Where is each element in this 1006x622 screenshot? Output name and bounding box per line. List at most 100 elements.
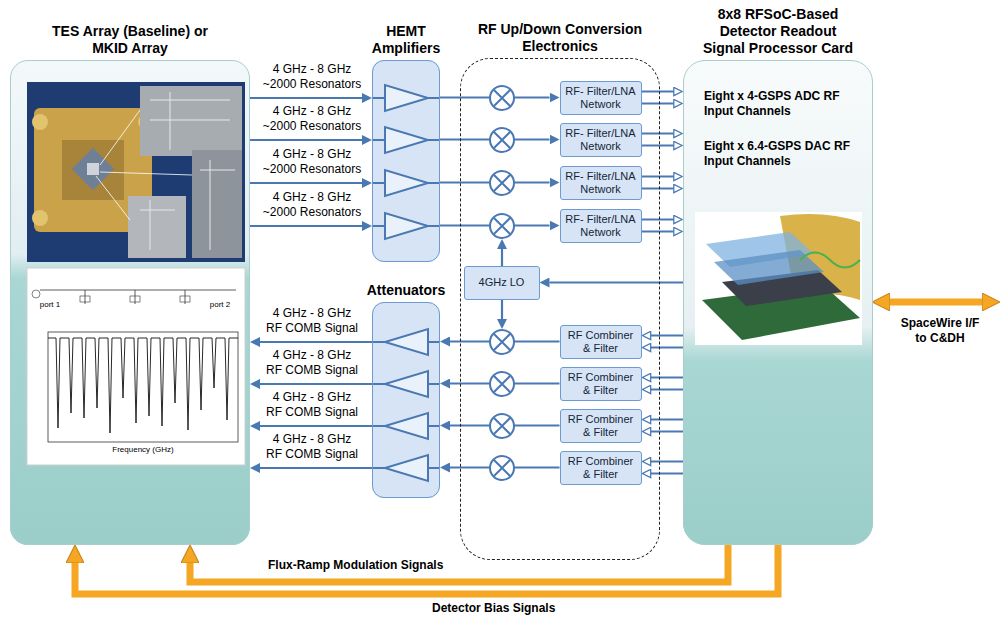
axis-label: Frequency (GHz) — [93, 445, 193, 455]
rf-signal-line — [642, 91, 674, 93]
amplifier-symbol — [385, 213, 428, 239]
interface-label: SpaceWire I/F to C&DH — [897, 316, 983, 346]
panel-fill — [372, 302, 440, 498]
combiner-filter-box: RF Combiner & Filter — [560, 451, 642, 485]
panel-fill — [372, 60, 440, 262]
amplifier-symbol — [372, 85, 440, 239]
edge-label: 4 GHz - 8 GHz ~2000 Resonators — [255, 62, 369, 92]
transmission-plot — [130, 296, 140, 302]
control-signal-arrow — [190, 545, 728, 582]
mixer-symbol — [494, 376, 510, 392]
rf-signal-line — [642, 231, 674, 233]
heading-text: HEMT Amplifiers — [366, 23, 446, 57]
body-text: Eight x 4-GSPS ADC RF Input Channels — [704, 89, 852, 119]
rfsoc-chip-image — [695, 212, 862, 345]
transmission-plot — [27, 268, 245, 465]
transmission-plot — [180, 296, 190, 302]
rf-signal-line — [250, 97, 362, 99]
mixer-symbol — [490, 171, 514, 195]
attenuator-symbol — [385, 371, 428, 397]
transmission-plot — [27, 268, 245, 465]
rf-signal-line — [642, 176, 674, 178]
detector-photo — [87, 163, 99, 175]
rf-signal-line — [651, 335, 683, 337]
local-oscillator-box: 4GHz LO — [464, 266, 540, 300]
amplifier-symbol — [372, 98, 440, 226]
box-label: 4GHz LO — [479, 276, 525, 289]
amplifier-symbol — [385, 85, 428, 111]
rf-signal-line — [651, 431, 683, 433]
body-text: Eight x 6.4-GSPS DAC RF Input Channels — [704, 139, 852, 169]
detector-photo — [96, 110, 192, 220]
transmission-plot — [48, 338, 238, 433]
detector-photo — [192, 150, 242, 258]
mixer-symbol — [494, 175, 510, 191]
control-signal-arrow — [75, 545, 778, 594]
heading-text: Attenuators — [356, 282, 456, 299]
detector-photo — [140, 92, 235, 250]
spacewire-arrow — [890, 299, 982, 306]
rf-signal-line — [250, 225, 362, 227]
transmission-plot — [32, 290, 40, 298]
rfsoc-chip-image — [695, 212, 862, 345]
attenuator-group: Attenuators — [372, 302, 440, 498]
mixer-symbol — [490, 214, 514, 238]
panel-fill — [683, 60, 873, 545]
rf-signal-line — [651, 377, 683, 379]
detector-photo — [32, 114, 48, 130]
edge-label: Flux-Ramp Modulation Signals — [268, 558, 458, 573]
rf-signal-line — [642, 103, 674, 105]
attenuator-symbol — [372, 342, 440, 468]
detector-photo — [27, 82, 245, 262]
rfsoc-chip-image — [800, 253, 860, 268]
filter-lna-box: RF- Filter/LNA Network — [560, 166, 642, 200]
heading-text: TES Array (Baseline) or MKID Array — [51, 23, 209, 57]
mixer-symbol — [494, 418, 510, 434]
mixer-symbol — [494, 132, 510, 148]
box-label: RF Combiner & Filter — [564, 371, 638, 397]
mixer-symbol — [494, 90, 510, 106]
heading-text: 8x8 RFSoC-Based Detector Readout Signal … — [697, 6, 859, 57]
edge-label: 4 GHz - 8 GHz ~2000 Resonators — [255, 147, 369, 177]
mixer-symbol — [490, 372, 514, 396]
box-label: RF- Filter/LNA Network — [564, 170, 638, 196]
port-label: port 2 — [200, 300, 240, 310]
rf-signal-line — [260, 383, 372, 385]
attenuator-symbol — [372, 329, 440, 481]
filter-lna-box: RF- Filter/LNA Network — [560, 209, 642, 243]
hemt-amplifier-group: HEMT Amplifiers — [372, 60, 440, 262]
box-label: RF- Filter/LNA Network — [564, 127, 638, 153]
transmission-plot — [40, 290, 236, 304]
lo-feed-wire — [501, 249, 503, 266]
mixer-symbol — [494, 334, 510, 350]
combiner-filter-box: RF Combiner & Filter — [560, 367, 642, 401]
edge-label: Detector Bias Signals — [432, 601, 582, 616]
box-label: RF Combiner & Filter — [564, 329, 638, 355]
rf-signal-line — [651, 347, 683, 349]
conversion-electronics-region: RF Up/Down Conversion ElectronicsRF- Fil… — [460, 58, 660, 560]
rf-signal-line — [651, 473, 683, 475]
combiner-filter-box: RF Combiner & Filter — [560, 409, 642, 443]
rf-signal-line — [642, 219, 674, 221]
rf-signal-line — [260, 425, 372, 427]
detector-photo — [27, 82, 245, 262]
rf-signal-line — [550, 281, 684, 283]
edge-label: 4 GHz - 8 GHz RF COMB Signal — [265, 306, 360, 336]
rf-signal-line — [642, 188, 674, 190]
edge-label: 4 GHz - 8 GHz RF COMB Signal — [265, 432, 360, 462]
detector-photo — [128, 196, 186, 258]
box-label: RF- Filter/LNA Network — [564, 85, 638, 111]
detector-photo — [62, 140, 124, 200]
filter-lna-box: RF- Filter/LNA Network — [560, 123, 642, 157]
rf-signal-line — [260, 467, 372, 469]
attenuator-symbol — [385, 413, 428, 439]
box-label: RF Combiner & Filter — [564, 413, 638, 439]
mixer-symbol — [494, 218, 510, 234]
transmission-plot — [80, 296, 90, 302]
rf-signal-line — [651, 419, 683, 421]
mixer-symbol — [490, 330, 514, 354]
attenuator-symbol — [385, 455, 428, 481]
panel-fill — [10, 60, 873, 545]
mixer-symbol — [490, 128, 514, 152]
filter-lna-box: RF- Filter/LNA Network — [560, 81, 642, 115]
